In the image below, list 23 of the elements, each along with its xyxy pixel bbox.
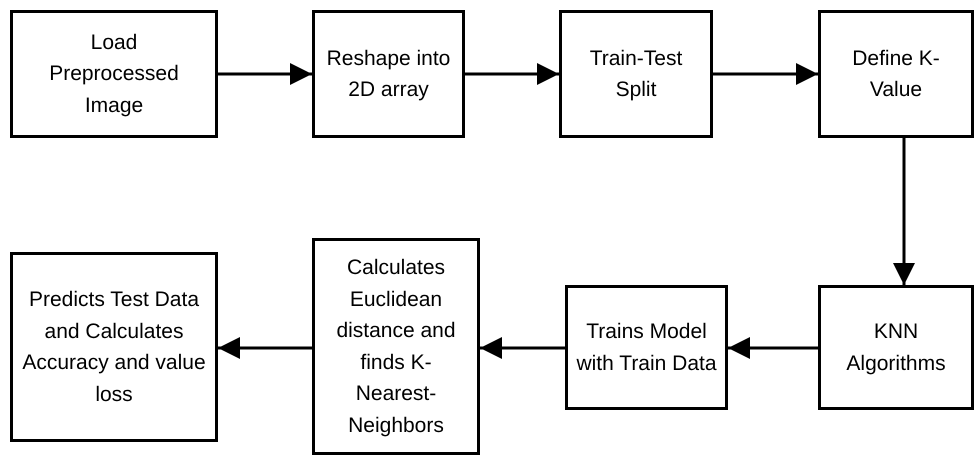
box-label: Predicts Test Data and Calculates Accuracy and value loss xyxy=(21,287,207,408)
box-label: Define K-Value xyxy=(851,46,941,103)
arrow xyxy=(893,138,915,285)
box-label: Calculates Euclidean distance and finds K-Nearest-Neighbors xyxy=(335,255,457,438)
arrow xyxy=(728,337,818,359)
process-box xyxy=(10,252,218,442)
process-box xyxy=(565,285,728,410)
arrow xyxy=(218,337,312,359)
process-box xyxy=(559,10,713,138)
box-label: KNN Algorithms xyxy=(845,319,947,376)
process-box xyxy=(818,285,974,410)
process-box xyxy=(818,10,974,138)
box-label: Train-Test Split xyxy=(588,46,684,103)
arrow xyxy=(218,63,312,85)
process-box xyxy=(10,10,218,138)
box-label: Trains Model with Train Data xyxy=(575,319,718,376)
process-box xyxy=(312,10,465,138)
arrow xyxy=(465,63,559,85)
arrow xyxy=(713,63,818,85)
box-label: Load Preprocessed Image xyxy=(48,30,180,119)
process-box xyxy=(312,238,480,455)
box-label: Reshape into 2D array xyxy=(326,46,452,103)
arrow xyxy=(480,337,565,359)
